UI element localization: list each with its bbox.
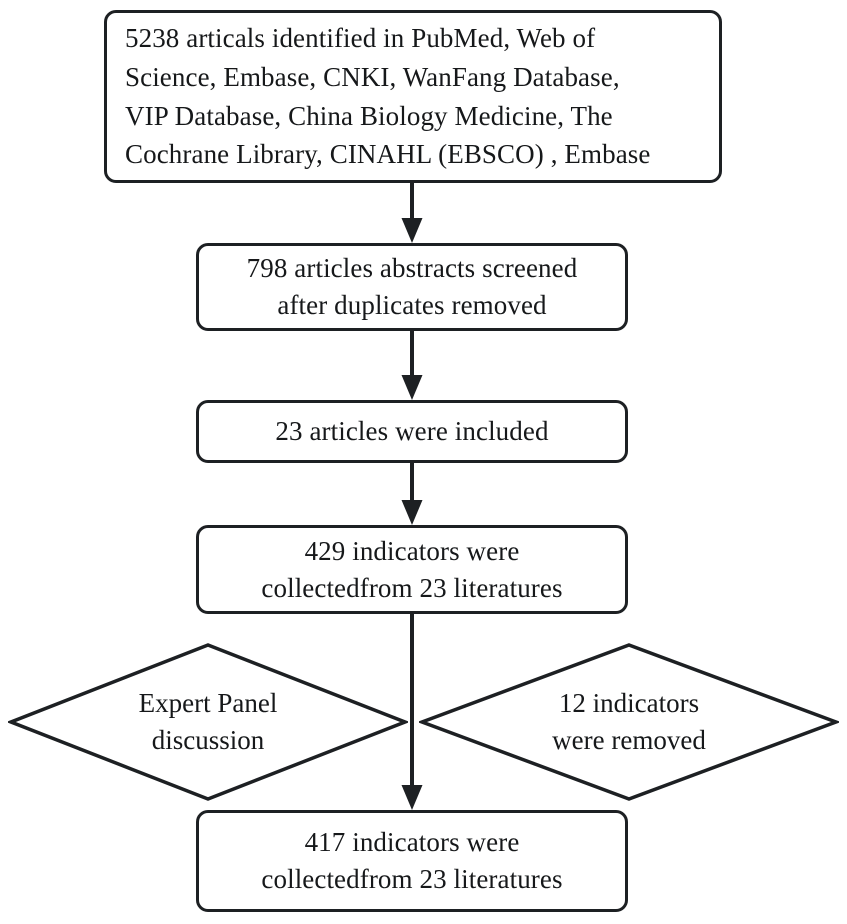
node-indicators-417[interactable]: 417 indicators were collectedfrom 23 lit… [196,810,628,912]
connector-included-to-indicators429 [401,463,423,526]
node-indicators-429[interactable]: 429 indicators were collectedfrom 23 lit… [196,525,628,614]
connector-screened-to-included [401,331,423,401]
node-articles-identified[interactable]: 5238 articals identified in PubMed, Web … [104,10,722,183]
node-indicators-417-label: 417 indicators were collectedfrom 23 lit… [261,827,563,894]
diamond-shape-expert-panel [8,643,408,801]
node-abstracts-screened-label: 798 articles abstracts screened after du… [246,253,578,320]
node-articles-included[interactable]: 23 articles were included [196,400,628,463]
node-articles-included-label: 23 articles were included [275,416,549,447]
node-articles-identified-label: 5238 articals identified in PubMed, Web … [125,22,651,170]
node-abstracts-screened[interactable]: 798 articles abstracts screened after du… [196,243,628,331]
diamond-shape-indicators-removed [419,643,839,801]
node-indicators-removed[interactable]: 12 indicators were removed [419,642,839,802]
node-indicators-429-label: 429 indicators were collectedfrom 23 lit… [261,535,563,603]
node-expert-panel-discussion[interactable]: Expert Panel discussion [8,642,408,802]
connector-identified-to-screened [401,182,423,244]
connector-indicators429-to-indicators417 [401,613,423,811]
